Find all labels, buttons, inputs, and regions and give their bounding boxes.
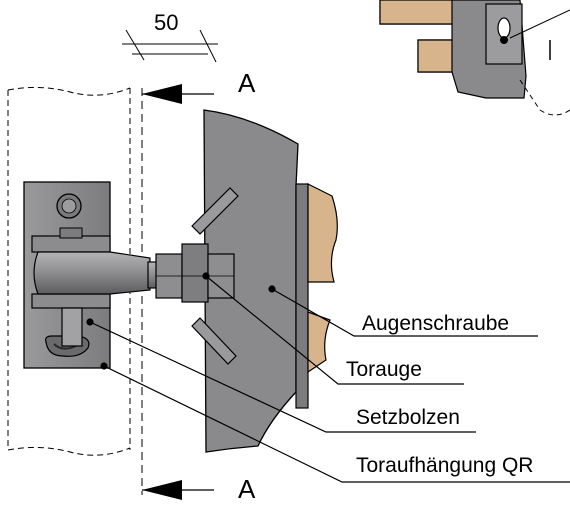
callout-torauge: Torauge: [346, 358, 422, 381]
callout-setzbolzen: Setzbolzen: [356, 406, 460, 429]
callout-augenschraube: Augenschraube: [362, 312, 510, 335]
section-mark-bottom: A: [238, 474, 256, 504]
section-mark-top: A: [238, 68, 256, 98]
dimension-50: [122, 29, 218, 63]
dimension-label: 50: [154, 10, 179, 35]
inset-view: [379, 0, 570, 116]
nuts: [155, 243, 235, 303]
brace: [191, 187, 239, 365]
leader-lines: [86, 272, 570, 483]
section-arrow-bottom: [142, 480, 214, 500]
section-arrow-top: [142, 84, 214, 104]
eye-barrel: [31, 227, 151, 347]
wood-board: [307, 183, 338, 374]
callout-toraufhaengung: Toraufhängung QR: [356, 454, 534, 477]
